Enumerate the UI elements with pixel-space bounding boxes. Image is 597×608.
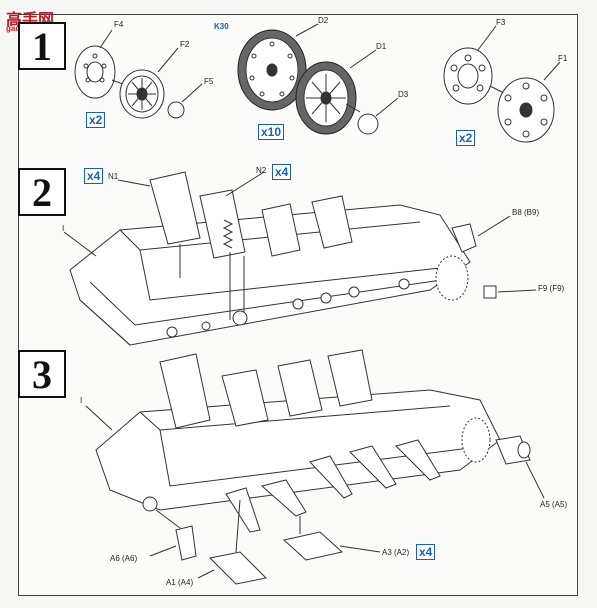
hub-cap-f5 <box>167 101 185 119</box>
step-1-number: 1 <box>18 22 66 70</box>
sprocket-step2 <box>435 255 469 301</box>
qty-n1: x4 <box>84 168 104 184</box>
plate-n2 <box>199 189 246 259</box>
part-a6 <box>175 525 197 561</box>
label-a6: A6 (A6) <box>110 554 138 563</box>
qty-right: x2 <box>456 130 476 146</box>
qty-a3: x4 <box>416 544 436 560</box>
part-a3 <box>282 531 344 561</box>
wheel-part-d1 <box>295 61 357 135</box>
label-f4: F4 <box>114 20 124 29</box>
label-f3: F3 <box>496 18 506 27</box>
label-d1: D1 <box>376 42 387 51</box>
label-f2: F2 <box>180 40 190 49</box>
qty-left: x2 <box>86 112 106 128</box>
suspension-arms <box>142 439 441 585</box>
hub-cap-d3 <box>357 113 379 135</box>
kit-tag: K30 <box>214 22 229 31</box>
label-f1: F1 <box>558 54 568 63</box>
part-f9 <box>483 285 497 299</box>
label-d2: D2 <box>318 16 329 25</box>
label-a5: A5 (A5) <box>540 500 568 509</box>
wheel-part-f1 <box>497 77 555 143</box>
qty-center: x10 <box>258 124 285 140</box>
qty-n2: x4 <box>272 164 292 180</box>
label-f9: F9 (F9) <box>538 284 565 293</box>
label-a3: A3 (A2) <box>382 548 410 557</box>
wheel-part-f4 <box>74 45 116 99</box>
part-a1 <box>208 551 268 585</box>
label-d3: D3 <box>398 90 409 99</box>
wheel-part-d2 <box>237 29 307 111</box>
label-i-step2: I <box>62 224 65 233</box>
wheel-part-f2 <box>119 69 165 119</box>
label-n1: N1 <box>108 172 119 181</box>
label-n2: N2 <box>256 166 267 175</box>
label-a1: A1 (A4) <box>166 578 194 587</box>
plate-n1 <box>149 171 201 245</box>
label-i-step3: I <box>80 396 83 405</box>
step-3-number: 3 <box>18 350 66 398</box>
label-f5: F5 <box>204 77 214 86</box>
step-2-number: 2 <box>18 168 66 216</box>
wheel-part-f3 <box>443 47 493 105</box>
label-b8: B8 (B9) <box>512 208 540 217</box>
part-b8 <box>451 223 477 253</box>
